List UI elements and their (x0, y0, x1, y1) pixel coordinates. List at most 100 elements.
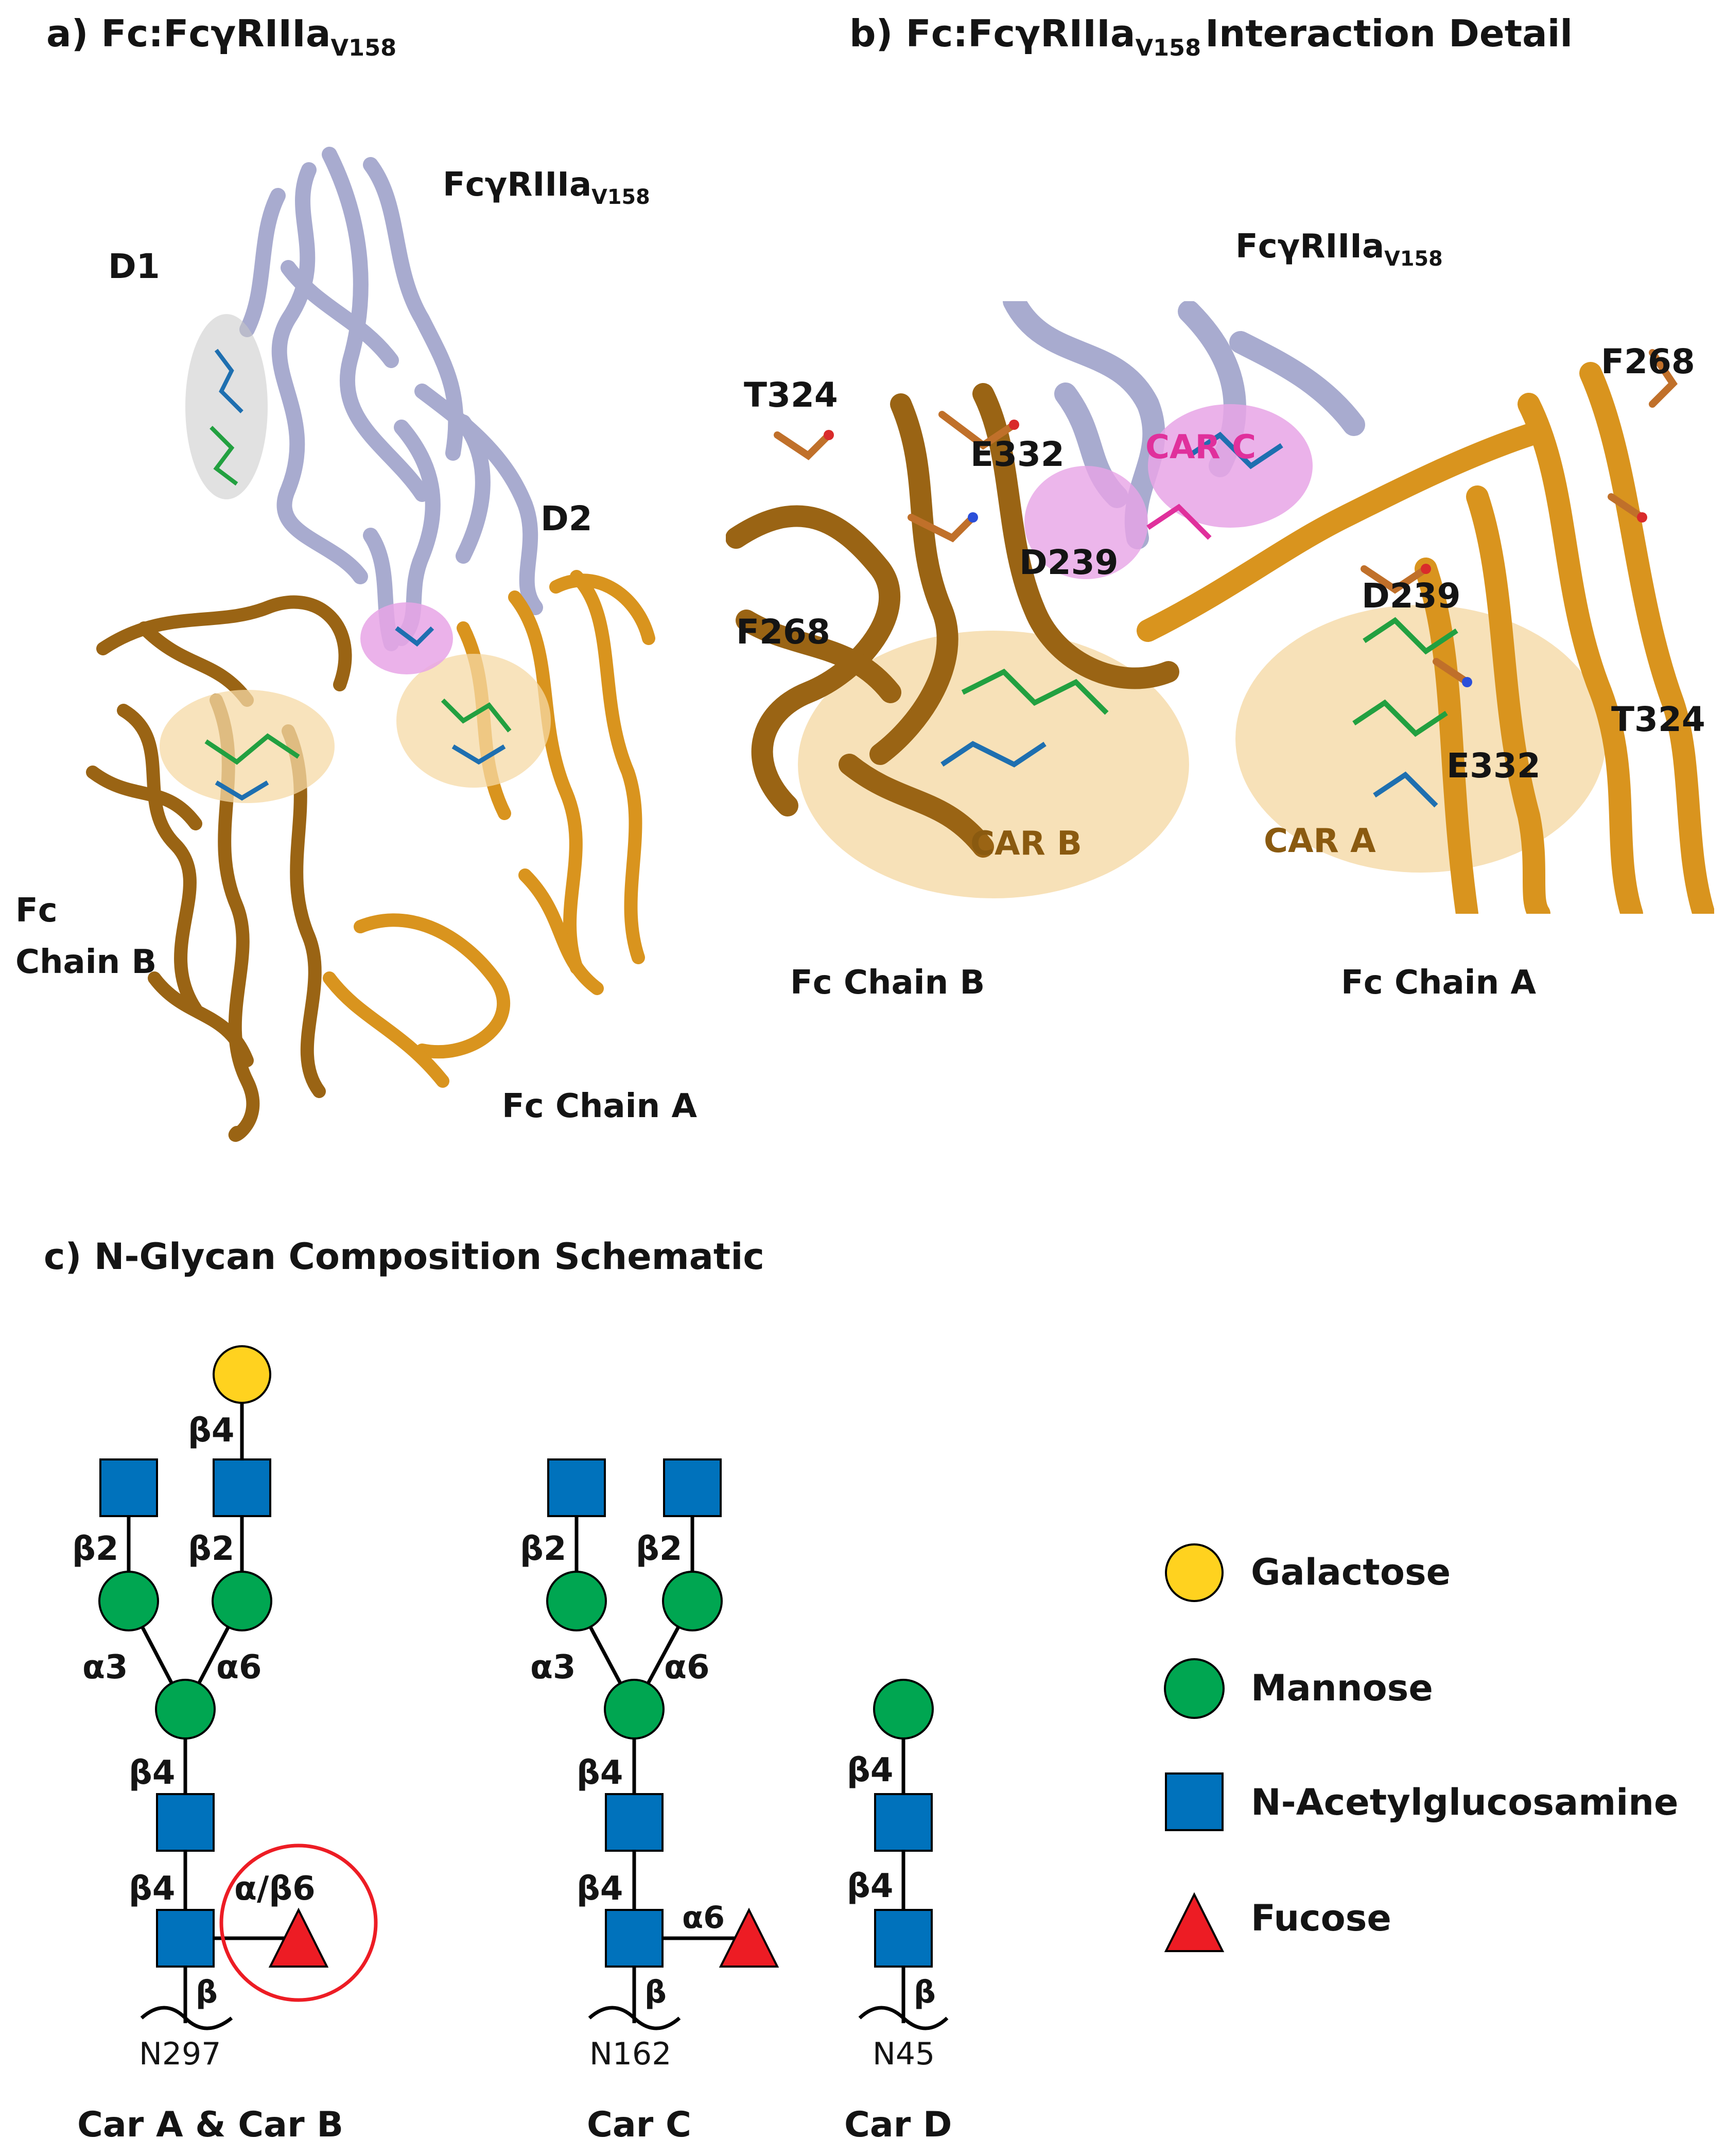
glycan-d-site: N45 (873, 2036, 935, 2072)
panel-b-e332-right: E332 (1446, 746, 1541, 786)
panel-b-f268-right: F268 (1601, 342, 1695, 381)
panel-a-d1-label: D1 (108, 247, 160, 286)
panel-c-title: c) N-Glycan Composition Schematic (44, 1236, 764, 1278)
fucose-icon (719, 1907, 779, 1968)
car-a-surface (396, 654, 551, 788)
mannose-icon (604, 1679, 665, 1740)
glycan-ab-link: α6 (216, 1648, 262, 1686)
glycan-c-site: N162 (589, 2036, 671, 2072)
glycan-ab-caption: Car A & Car B (77, 2105, 343, 2145)
mannose-icon (873, 1679, 934, 1740)
panel-a-glycan-sticks (204, 626, 512, 801)
panel-b-structure (726, 301, 1714, 914)
panel-b-f268-left: F268 (736, 612, 830, 652)
panel-b-atoms (824, 420, 1647, 687)
glcnac-icon (874, 1909, 933, 1968)
glycan-ab-link: β (196, 1974, 218, 2010)
glcnac-icon (156, 1909, 215, 1968)
glcnac-icon (1165, 1772, 1224, 1831)
glycan-c-link: α3 (530, 1648, 576, 1686)
glycan-ab-site: N297 (139, 2036, 221, 2072)
panel-b-receptor-label: FcγRIIIaV158 (1235, 228, 1443, 271)
glcnac-icon (663, 1458, 722, 1517)
panel-b-chain-b-ribbon (726, 383, 1179, 858)
glycan-car-d: β4 β4 β N45 Car D (844, 1679, 952, 2145)
panel-b-fc-a-label: Fc Chain A (1341, 964, 1536, 1002)
galactose-icon (213, 1345, 271, 1404)
panel-b-car-b-label: CAR B (970, 825, 1082, 863)
glycan-ab-link: β4 (129, 1870, 175, 1908)
glycan-c-link: β (644, 1974, 667, 2010)
glycan-c-link: α6 (682, 1900, 725, 1936)
legend-label-galactose: Galactose (1251, 1551, 1451, 1593)
panel-a-fc-b-label-1: Fc (15, 892, 58, 930)
panel-a-structure (86, 147, 655, 1142)
fucose-icon (1164, 1892, 1225, 1952)
glycan-c-link: β2 (520, 1530, 566, 1568)
glcnac-icon (99, 1458, 158, 1517)
panel-b-car-a-label: CAR A (1264, 822, 1376, 860)
mannose-icon (546, 1571, 607, 1631)
glycan-ab-link: β2 (188, 1530, 234, 1568)
glycan-ab-link: β2 (72, 1530, 118, 1568)
panel-b-d239-right: D239 (1362, 576, 1461, 616)
fucose-highlight-circle (219, 1844, 378, 2002)
fc-chain-b-ribbon (86, 595, 352, 1142)
glycan-car-ab: β4 β2 β2 α3 α6 β4 β4 α/β6 β N297 Car A &… (72, 1345, 378, 2145)
panel-b-chain-a-ribbon (1137, 362, 1714, 914)
glycan-ab-link: α/β6 (234, 1870, 316, 1908)
glycan-ab-link: α3 (82, 1648, 128, 1686)
panel-c: c) N-Glycan Composition Schematic (44, 1236, 1679, 2145)
mannose-icon (155, 1679, 216, 1740)
glycan-d-link: β4 (847, 1751, 893, 1789)
mannose-icon (98, 1571, 159, 1631)
glcnac-icon (874, 1793, 933, 1852)
glcnac-icon (156, 1793, 215, 1852)
glycan-c-link: β4 (577, 1754, 623, 1792)
car-b-surface (160, 690, 335, 803)
receptor-ribbon (239, 147, 543, 651)
glycan-ab-link: β4 (129, 1754, 175, 1792)
glycan-car-c: β2 β2 α3 α6 β4 β4 α6 β N162 Car C (520, 1458, 779, 2145)
glycan-d-bonds (858, 1709, 949, 2030)
d1-glycan-surface (185, 314, 268, 499)
panel-b-d239-left: D239 (1019, 543, 1119, 582)
glycan-c-link: α6 (664, 1648, 710, 1686)
glycan-c-link: β2 (636, 1530, 682, 1568)
glycan-c-link: β4 (577, 1870, 623, 1908)
legend-label-mannose: Mannose (1251, 1667, 1433, 1709)
glcnac-icon (213, 1458, 271, 1517)
d1-glycan-sticks (210, 349, 243, 486)
panel-b-t324-right: T324 (1611, 700, 1705, 739)
panel-b-car-c-surface-2 (1024, 466, 1148, 579)
glcnac-icon (605, 1793, 664, 1852)
panel-b-car-c-label: CAR C (1145, 428, 1256, 466)
panel-b-residue-sticks (774, 349, 1678, 686)
legend-label-glcnac: N-Acetylglucosamine (1251, 1781, 1679, 1823)
glcnac-icon (605, 1909, 664, 1968)
panel-a: a) Fc:FcγRIIIaV158 (15, 12, 697, 1142)
mannose-icon (1164, 1658, 1225, 1719)
panel-a-fc-a-label: Fc Chain A (502, 1087, 697, 1125)
panel-b-e332-left: E332 (970, 434, 1065, 474)
panel-a-fc-b-label-2: Chain B (15, 943, 156, 981)
glycan-d-caption: Car D (844, 2105, 952, 2145)
panel-b-glycan-sticks (940, 431, 1458, 808)
panel-b-t324-left: T324 (744, 375, 838, 415)
fucose-icon (268, 1907, 329, 1968)
legend-label-fucose: Fucose (1251, 1897, 1391, 1939)
glycan-ab-link: β4 (188, 1412, 234, 1450)
glycan-d-link: β4 (847, 1867, 893, 1905)
glycan-d-link: β (914, 1974, 936, 2010)
panel-b-car-c-surface (1148, 404, 1313, 528)
panel-a-d2-label: D2 (541, 499, 592, 538)
glycan-c-caption: Car C (587, 2105, 691, 2145)
panel-a-title: a) Fc:FcγRIIIaV158 (46, 12, 396, 61)
mannose-icon (212, 1571, 272, 1631)
panel-a-receptor-label: FcγRIIIaV158 (443, 166, 650, 209)
mannose-icon (662, 1571, 723, 1631)
panel-b-fc-b-label: Fc Chain B (790, 964, 985, 1002)
